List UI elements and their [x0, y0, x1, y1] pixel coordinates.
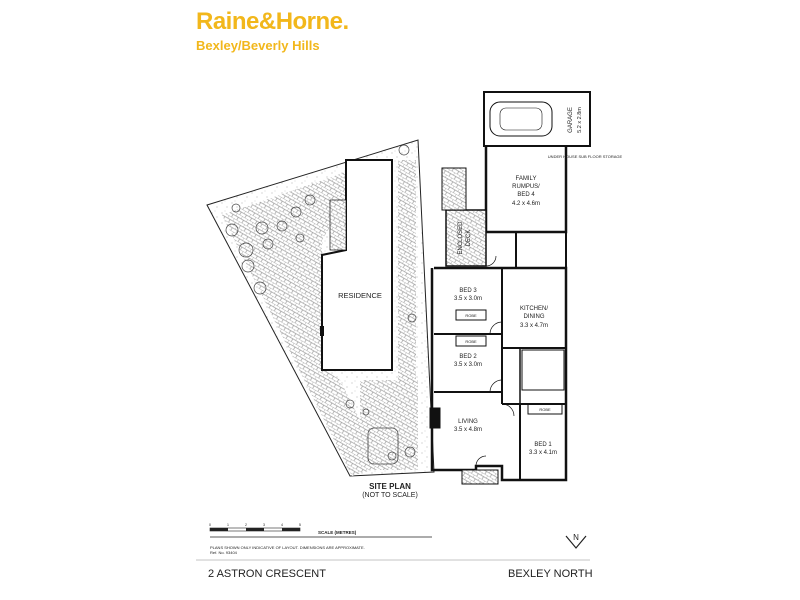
scale-tick-1: 1 — [227, 523, 229, 527]
kitchen-label-2: DINING — [524, 314, 545, 320]
deck-label-1: ENCLOSED — [458, 221, 464, 255]
residence-label: RESIDENCE — [338, 291, 382, 300]
garage-car — [489, 101, 553, 137]
residence-stairs — [329, 199, 347, 251]
paved-area — [222, 172, 372, 476]
storage-label: UNDER HOUSE SUB FLOOR STORAGE — [548, 154, 623, 159]
ref-number: Ref. No. 93404 — [210, 550, 237, 555]
robe-label-bed2: ROBE — [465, 339, 477, 344]
site-plan-note: (NOT TO SCALE) — [362, 492, 418, 499]
disclaimer: PLANS SHOWN ONLY INDICATIVE OF LAYOUT. D… — [210, 545, 430, 555]
garage-outline — [483, 91, 591, 147]
north-label: N — [573, 533, 579, 542]
scale-tick-4: 4 — [281, 523, 283, 527]
bed3-dims: 3.5 x 3.0m — [454, 296, 482, 302]
bed1-label: BED 1 — [534, 442, 552, 448]
deck-outline — [445, 209, 487, 267]
living-dims: 3.5 x 4.8m — [454, 427, 482, 433]
brand-office: Bexley/Beverly Hills — [196, 38, 320, 53]
north-arrow: N — [565, 533, 587, 549]
bed1-dims: 3.3 x 4.1m — [529, 450, 557, 456]
site-plan-title: SITE PLAN — [369, 482, 411, 491]
scale-tick-3: 3 — [263, 523, 265, 527]
deck-steps — [441, 167, 467, 211]
floor-plan — [429, 91, 591, 485]
robe-label-bed3: ROBE — [465, 313, 477, 318]
kitchen-dims: 3.3 x 4.7m — [520, 323, 548, 329]
garage-dims: 5.2 x 2.8m — [577, 107, 583, 133]
rumpus-label-1: FAMILY — [516, 176, 537, 182]
main-house-outline — [430, 266, 568, 482]
residence-door — [320, 326, 324, 336]
robe-bed3 — [455, 309, 487, 321]
scale-bar: 0 1 2 3 4 5 — [209, 523, 432, 538]
robe-label-bed1: ROBE — [539, 407, 551, 412]
rumpus-dims: 4.2 x 4.6m — [512, 201, 540, 207]
bathroom — [521, 349, 565, 391]
scale-tick-0: 0 — [209, 523, 211, 527]
front-steps — [461, 469, 499, 485]
bed2-label: BED 2 — [459, 354, 477, 360]
bed2-dims: 3.5 x 3.0m — [454, 362, 482, 368]
bed3-label: BED 3 — [459, 288, 477, 294]
scale-tick-5: 5 — [299, 523, 301, 527]
robe-bed2 — [455, 335, 487, 347]
site-car — [367, 427, 399, 465]
disclaimer-text: PLANS SHOWN ONLY INDICATIVE OF LAYOUT. D… — [210, 545, 365, 550]
deck-label-2: DECK — [466, 230, 472, 247]
site-plan: RESIDENCE — [206, 139, 435, 477]
brand-logo: Raine&Horne. — [196, 8, 349, 35]
room-labels: GARAGE 5.2 x 2.8m UNDER HOUSE SUB FLOOR … — [454, 107, 623, 456]
fireplace — [429, 407, 441, 429]
laundry-outline — [515, 231, 567, 269]
garage-label: GARAGE — [568, 107, 574, 133]
rumpus-label-2: RUMPUS/ — [512, 184, 540, 190]
driveway — [360, 380, 418, 470]
side-path — [398, 160, 416, 380]
rumpus-label-3: BED 4 — [517, 192, 535, 198]
scale-tick-2: 2 — [245, 523, 247, 527]
property-address: 2 ASTRON CRESCENT — [208, 568, 326, 580]
property-suburb: BEXLEY NORTH — [508, 568, 593, 580]
scale-ticks: 0 1 2 3 4 5 — [209, 523, 301, 527]
living-label: LIVING — [458, 419, 478, 425]
scale-label: SCALE (METRES) — [318, 530, 357, 535]
kitchen-label-1: KITCHEN/ — [520, 306, 548, 312]
robe-bed1 — [527, 403, 563, 415]
